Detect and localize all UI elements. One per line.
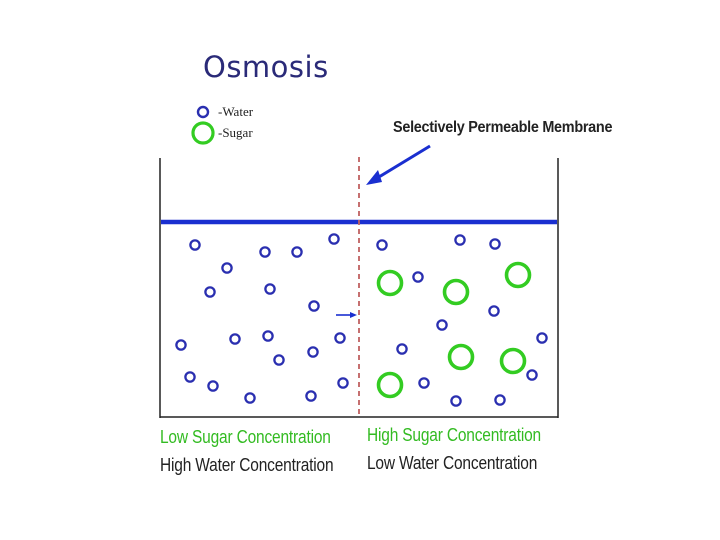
- water-molecule: [337, 377, 349, 389]
- water-molecule: [418, 377, 430, 389]
- water-molecule: [264, 283, 276, 295]
- legend-sugar-label: -Sugar: [218, 125, 253, 140]
- membrane-pointer-arrowhead: [366, 170, 382, 185]
- water-molecule: [175, 339, 187, 351]
- sugar-molecule: [376, 371, 404, 399]
- water-molecule: [308, 300, 320, 312]
- diagram-title: Osmosis: [203, 50, 329, 84]
- water-molecule: [259, 246, 271, 258]
- legend-water-icon: [196, 105, 210, 119]
- water-molecule: [262, 330, 274, 342]
- water-molecule: [305, 390, 317, 402]
- water-molecule: [291, 246, 303, 258]
- water-molecule: [273, 354, 285, 366]
- water-molecule: [307, 346, 319, 358]
- right-water-concentration: Low Water Concentration: [367, 453, 538, 473]
- water-molecules: [175, 233, 548, 407]
- water-molecule: [229, 333, 241, 345]
- right-sugar-concentration: High Sugar Concentration: [367, 425, 542, 445]
- water-molecule: [412, 271, 424, 283]
- water-molecule: [450, 395, 462, 407]
- sugar-molecule: [376, 269, 404, 297]
- water-molecule: [396, 343, 408, 355]
- water-molecule: [536, 332, 548, 344]
- sugar-molecule: [504, 261, 532, 289]
- sugar-molecule: [499, 347, 527, 375]
- left-sugar-concentration: Low Sugar Concentration: [160, 427, 331, 447]
- water-molecule: [328, 233, 340, 245]
- legend-sugar-icon: [191, 121, 215, 145]
- sugar-molecule: [447, 343, 475, 371]
- water-molecule: [494, 394, 506, 406]
- water-molecule: [489, 238, 501, 250]
- water-molecule: [436, 319, 448, 331]
- water-molecule: [184, 371, 196, 383]
- water-molecule: [376, 239, 388, 251]
- flow-arrowhead: [350, 312, 357, 318]
- water-molecule: [189, 239, 201, 251]
- sugar-molecule: [442, 278, 470, 306]
- water-molecule: [244, 392, 256, 404]
- water-molecule: [334, 332, 346, 344]
- legend-water-label: -Water: [218, 104, 254, 119]
- water-molecule: [221, 262, 233, 274]
- water-molecule: [454, 234, 466, 246]
- water-molecule: [207, 380, 219, 392]
- left-water-concentration: High Water Concentration: [160, 455, 334, 475]
- membrane-pointer-arrow-shaft: [373, 144, 431, 182]
- membrane-label: Selectively Permeable Membrane: [393, 119, 613, 136]
- water-molecule: [204, 286, 216, 298]
- sugar-molecules: [376, 261, 532, 399]
- water-molecule: [488, 305, 500, 317]
- water-molecule: [526, 369, 538, 381]
